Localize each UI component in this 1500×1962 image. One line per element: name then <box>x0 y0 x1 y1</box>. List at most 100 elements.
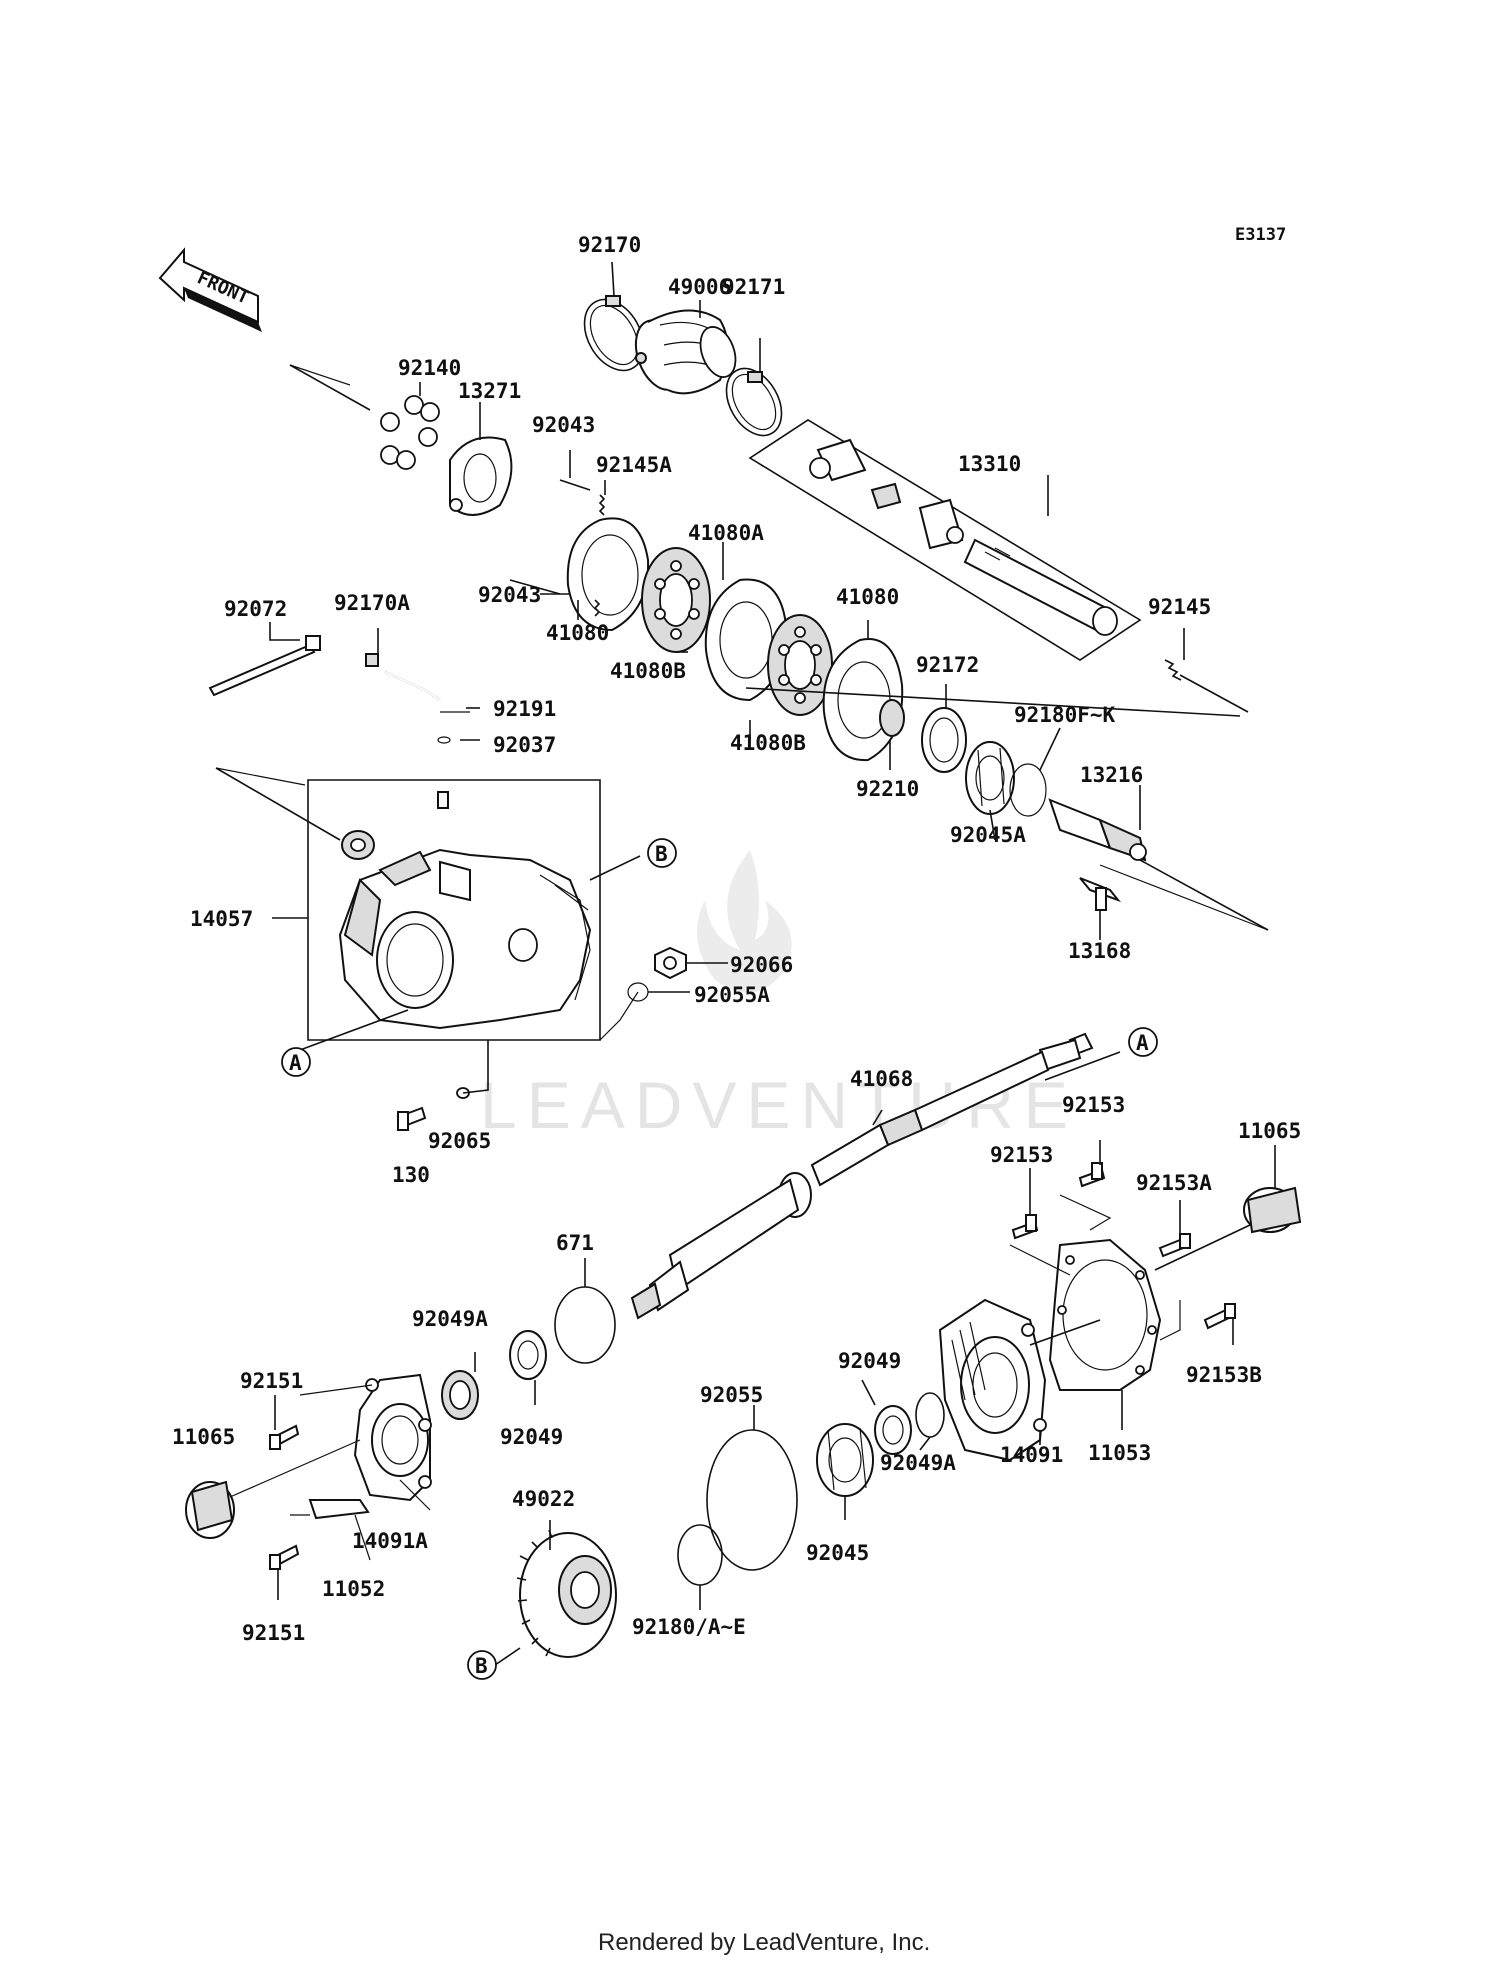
label-92145A: 92145A <box>596 453 672 477</box>
label-92037: 92037 <box>493 733 556 757</box>
label-14091: 14091 <box>1000 1443 1063 1467</box>
friction-disc-41080B-second <box>767 614 833 716</box>
bolt-92153A <box>1158 1233 1191 1258</box>
friction-disc-41080B-first <box>641 547 711 653</box>
label-92065: 92065 <box>428 1129 491 1153</box>
label-11052: 11052 <box>322 1577 385 1601</box>
footer-credit: Rendered by LeadVenture, Inc. <box>598 1929 930 1956</box>
seal-case-left <box>341 830 375 860</box>
label-92180FK: 92180F~K <box>1014 703 1116 727</box>
axle-shaft-41068 <box>630 1032 1094 1320</box>
label-11065-left: 11065 <box>172 1425 235 1449</box>
cap-11065-right <box>1243 1186 1302 1234</box>
label-49006: 49006 <box>668 275 731 299</box>
label-41080B-first: 41080B <box>610 659 686 683</box>
plate-41080A <box>704 578 788 702</box>
label-92049-left: 92049 <box>500 1425 563 1449</box>
label-92055: 92055 <box>700 1383 763 1407</box>
label-92049A-left: 92049A <box>412 1307 488 1331</box>
label-41068: 41068 <box>850 1067 913 1091</box>
label-92140: 92140 <box>398 356 461 380</box>
label-92045A: 92045A <box>950 823 1026 847</box>
bolt-92153-lower <box>1011 1214 1039 1240</box>
seal-92049A-right <box>915 1392 945 1438</box>
cam-13271 <box>449 436 513 516</box>
label-11053: 11053 <box>1088 1441 1151 1465</box>
bolt-92151-top <box>269 1424 300 1450</box>
diagram-code: E3137 <box>1235 225 1286 245</box>
label-13216: 13216 <box>1080 763 1143 787</box>
label-92043-top: 92043 <box>532 413 595 437</box>
callout-a-left: A <box>281 1047 311 1077</box>
pinion-shaft-13216 <box>1048 798 1147 862</box>
bolt-92153-upper <box>1078 1162 1106 1188</box>
svg-text:B: B <box>475 1654 488 1678</box>
svg-text:A: A <box>289 1051 302 1075</box>
boot-49006 <box>634 309 737 395</box>
label-92153-upper: 92153 <box>1062 1093 1125 1117</box>
propeller-shaft-13310 <box>809 438 1118 636</box>
bearing-92045 <box>816 1423 874 1497</box>
callout-a-right: A <box>1128 1027 1158 1057</box>
label-13310: 13310 <box>958 452 1021 476</box>
bearing-92045A <box>965 741 1015 815</box>
label-11065-right: 11065 <box>1238 1119 1301 1143</box>
label-13271: 13271 <box>458 379 521 403</box>
label-13168: 13168 <box>1068 939 1131 963</box>
svg-text:A: A <box>1136 1031 1149 1055</box>
o-ring-671 <box>554 1286 616 1364</box>
label-92066: 92066 <box>730 953 793 977</box>
clip-92037 <box>437 736 451 744</box>
fitting-13168 <box>1079 877 1121 911</box>
shaft-13310-frame <box>748 419 1142 661</box>
spring-92145 <box>1164 659 1182 681</box>
label-41080-first: 41080 <box>546 621 609 645</box>
callout-b-top: B <box>647 838 677 868</box>
plate-11052 <box>308 1499 370 1520</box>
seal-92049-left <box>509 1330 547 1380</box>
label-92072: 92072 <box>224 597 287 621</box>
gear-case-14057 <box>338 848 592 1030</box>
label-92151-top: 92151 <box>240 1369 303 1393</box>
spring-41080-pin <box>593 599 601 617</box>
pin-92043-bottom <box>509 579 561 595</box>
label-92043-bottom: 92043 <box>478 583 541 607</box>
label-92170: 92170 <box>578 233 641 257</box>
clamp-92170 <box>583 295 645 372</box>
pin-92043-top <box>559 479 591 491</box>
label-92170A: 92170A <box>334 591 410 615</box>
shim-92180AE <box>677 1524 723 1586</box>
o-ring-92055 <box>706 1429 798 1571</box>
nut-92066 <box>654 946 687 980</box>
cap-11065-left <box>185 1480 235 1539</box>
plate-41080-first <box>566 517 650 632</box>
part-labels: 92170 49006 92171 92140 13271 92043 9214… <box>172 233 1301 1645</box>
label-14091A: 14091A <box>352 1529 428 1553</box>
label-41080B-second: 41080B <box>730 731 806 755</box>
label-92049-right: 92049 <box>838 1349 901 1373</box>
label-92153B: 92153B <box>1186 1363 1262 1387</box>
leader-lines <box>215 261 1276 1666</box>
clamp-92171 <box>725 367 783 437</box>
label-41080A: 41080A <box>688 521 764 545</box>
balls-92140 <box>380 395 440 470</box>
vent-fitting <box>437 791 449 809</box>
label-92172: 92172 <box>916 653 979 677</box>
label-92153-lower: 92153 <box>990 1143 1053 1167</box>
ring-92172 <box>921 707 967 773</box>
label-92171: 92171 <box>722 275 785 299</box>
watermark-flame-logo <box>697 850 792 993</box>
clip-92170A <box>365 653 379 667</box>
label-130: 130 <box>392 1163 430 1187</box>
housing-14091A <box>353 1373 432 1502</box>
label-92191: 92191 <box>493 697 556 721</box>
bolt-92153B <box>1203 1303 1236 1330</box>
seal-92049A-left <box>441 1370 479 1420</box>
front-arrow-icon: FRONT <box>158 247 262 332</box>
ring-gear-49022 <box>516 1529 617 1658</box>
label-92049A-right: 92049A <box>880 1451 956 1475</box>
label-41080-second: 41080 <box>836 585 899 609</box>
ring-92210 <box>879 699 905 737</box>
label-671: 671 <box>556 1231 594 1255</box>
